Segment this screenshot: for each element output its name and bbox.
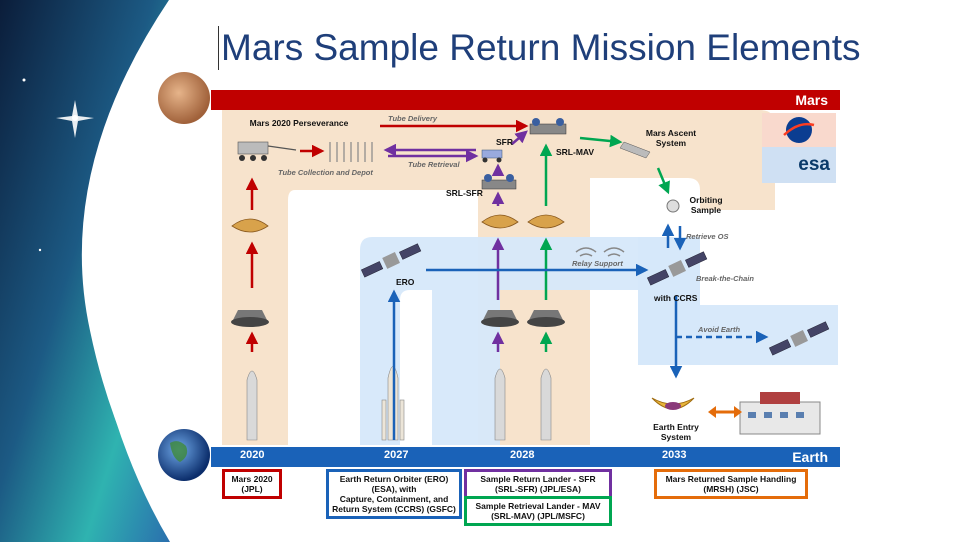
box-mav: Sample Retrieval Lander - MAV (SRL-MAV) … (464, 496, 612, 526)
label-relay-support: Relay Support (572, 259, 623, 268)
earth-bar: Earth (211, 447, 840, 467)
box-ero-line3: Capture, Containment, and (339, 494, 449, 504)
esa-logo: esa (762, 147, 836, 183)
sample-facility-icon (739, 392, 821, 435)
label-srl-sfr: SRL-SFR (446, 188, 483, 198)
label-break-chain: Break-the-Chain (696, 274, 754, 283)
box-mars2020-line2: (JPL) (241, 484, 263, 494)
label-orbiting-sample: Orbiting Sample (689, 195, 723, 215)
box-mav-line2: (SRL-MAV) (JPL/MSFC) (491, 511, 585, 521)
box-mars2020-line1: Mars 2020 (231, 474, 273, 484)
label-ero: ERO (396, 277, 415, 287)
aeroshell-2028b (527, 214, 565, 229)
cruise-stage-2020 (231, 310, 269, 327)
label-with-ccrs: with CCRS (654, 293, 698, 303)
label-earth-entry: Earth Entry System (653, 422, 699, 442)
srl-mav-lander-icon (529, 118, 567, 135)
agency-logos: esa (762, 113, 836, 183)
box-ero: Earth Return Orbiter (ERO) (ESA), with C… (326, 469, 462, 519)
rocket-2020 (246, 370, 258, 441)
label-perseverance: Mars 2020 Perseverance (249, 118, 349, 128)
ero-ccrs-orbiter-icon (646, 251, 708, 286)
year-2028: 2028 (510, 449, 535, 461)
star-icon (56, 100, 94, 138)
relay-wave-icon (575, 247, 625, 257)
box-sfr-line2: (SRL-SFR) (JPL/ESA) (495, 484, 581, 494)
box-mav-line1: Sample Retrieval Lander - MAV (475, 501, 601, 511)
aeroshell-2028a (481, 214, 519, 229)
srl-sfr-lander-icon (481, 174, 517, 190)
label-tube-delivery: Tube Delivery (388, 114, 438, 123)
year-2027: 2027 (384, 449, 409, 461)
sample-tubes-icon (329, 142, 373, 162)
label-mars-ascent: Mars Ascent System (645, 128, 697, 148)
box-sfr: Sample Return Lander - SFR (SRL-SFR) (JP… (464, 469, 612, 499)
year-2033: 2033 (662, 449, 687, 461)
box-mars2020: Mars 2020 (JPL) (222, 469, 282, 499)
page-title: Mars Sample Return Mission Elements (218, 26, 861, 70)
rocket-2028-b (540, 368, 552, 441)
cruise-stage-2028b (527, 310, 565, 327)
sfr-rover-icon (481, 149, 503, 163)
aeroshell-2020 (231, 218, 269, 233)
box-ero-line2: (ESA), with (371, 484, 417, 494)
ero-orbiter-icon (360, 243, 422, 278)
year-2020: 2020 (240, 449, 265, 461)
box-mrsh-line2: (MRSH) (JSC) (703, 484, 759, 494)
label-avoid-earth: Avoid Earth (698, 325, 741, 334)
label-tube-retrieval: Tube Retrieval (408, 160, 460, 169)
orbiting-sample-icon (666, 199, 680, 213)
rocket-2028-a (494, 368, 506, 441)
nasa-logo-icon (783, 117, 815, 143)
box-mrsh: Mars Returned Sample Handling (MRSH) (JS… (654, 469, 808, 499)
box-mrsh-line1: Mars Returned Sample Handling (665, 474, 797, 484)
mars-region (222, 110, 775, 445)
mars-planet (158, 72, 210, 124)
label-tube-collection: Tube Collection and Depot (278, 168, 373, 177)
box-ero-line4: Return System (CCRS) (GSFC) (332, 504, 456, 514)
label-srl-mav: SRL-MAV (556, 147, 595, 157)
departing-orbiter-icon (768, 321, 830, 356)
rover-icon (237, 141, 297, 161)
cruise-stage-2028a (481, 310, 519, 327)
label-retrieve-os: Retrieve OS (686, 232, 729, 241)
mars-bar: Mars (211, 90, 840, 110)
earth-entry-capsule-icon (651, 397, 695, 410)
box-ero-line1: Earth Return Orbiter (ERO) (339, 474, 449, 484)
box-sfr-line1: Sample Return Lander - SFR (480, 474, 596, 484)
label-sfr: SFR (496, 137, 513, 147)
nasa-logo (762, 113, 836, 147)
